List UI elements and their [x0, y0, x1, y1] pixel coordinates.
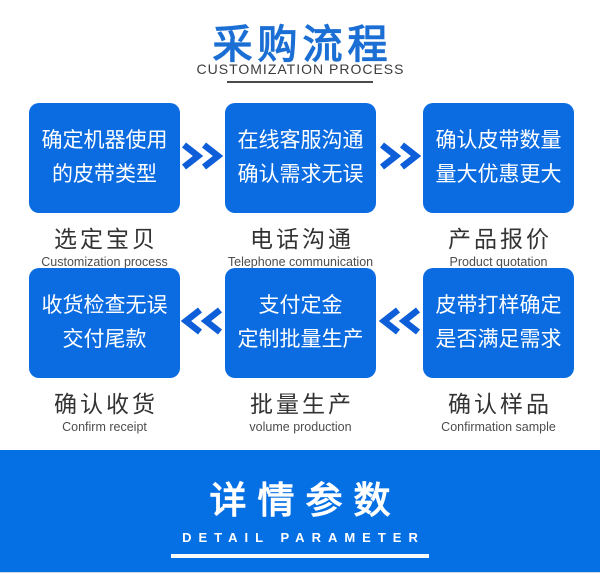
flow-step-select-item: 确定机器使用 的皮带类型 选定宝贝 Customization process: [29, 103, 180, 269]
step-box: 确定机器使用 的皮带类型: [29, 103, 180, 213]
step-label: 确认收货: [54, 391, 158, 417]
step-box-line: 是否满足需求: [435, 328, 562, 351]
banner-underline: [171, 554, 429, 558]
double-chevron-right-icon: [181, 142, 224, 170]
step-box-line: 定制批量生产: [237, 328, 364, 351]
step-sublabel: Confirm receipt: [62, 420, 147, 434]
step-box-line: 确认皮带数量: [435, 128, 562, 152]
page-subtitle: CUSTOMIZATION PROCESS: [196, 61, 405, 77]
step-sublabel: Confirmation sample: [441, 420, 556, 434]
flow-step-phone-communication: 在线客服沟通 确认需求无误 电话沟通 Telephone communicati…: [225, 103, 376, 269]
subtitle-underline: [227, 81, 373, 83]
flow-step-volume-production: 支付定金 定制批量生产 批量生产 volume production: [225, 268, 376, 434]
step-box-line: 量大优惠更大: [435, 163, 562, 186]
double-chevron-left-icon: [378, 307, 421, 335]
step-label: 批量生产: [250, 391, 354, 417]
page-title: 采购流程: [212, 23, 393, 67]
banner-subtitle: DETAIL PARAMETER: [182, 530, 425, 545]
flow-step-confirm-sample: 皮带打样确定 是否满足需求 确认样品 Confirmation sample: [423, 268, 574, 434]
step-sublabel: Product quotation: [449, 255, 548, 269]
step-box: 确认皮带数量 量大优惠更大: [423, 103, 574, 213]
step-label: 确认样品: [448, 391, 552, 417]
step-box-line: 交付尾款: [62, 328, 147, 351]
step-box: 收货检查无误 交付尾款: [29, 268, 180, 378]
flow-step-product-quotation: 确认皮带数量 量大优惠更大 产品报价 Product quotation: [423, 103, 574, 269]
flow-step-confirm-receipt: 收货检查无误 交付尾款 确认收货 Confirm receipt: [29, 268, 180, 434]
step-box-line: 皮带打样确定: [435, 293, 562, 317]
step-sublabel: volume production: [249, 420, 352, 434]
bottom-edge-strip: [0, 572, 600, 582]
step-sublabel: Telephone communication: [227, 255, 374, 269]
step-box-line: 的皮带类型: [52, 163, 157, 186]
banner-title: 详情参数: [209, 480, 402, 521]
step-box: 在线客服沟通 确认需求无误: [225, 103, 376, 213]
step-box-line: 在线客服沟通: [237, 128, 364, 152]
step-label: 电话沟通: [250, 226, 354, 252]
step-label: 产品报价: [448, 226, 552, 252]
detail-parameter-banner: 详情参数 DETAIL PARAMETER: [0, 450, 600, 572]
double-chevron-right-icon: [379, 142, 422, 170]
step-label: 选定宝贝: [54, 226, 158, 252]
step-sublabel: Customization process: [41, 255, 168, 269]
step-box-line: 确定机器使用: [41, 128, 168, 152]
step-box-line: 确认需求无误: [237, 163, 364, 186]
step-box-line: 收货检查无误: [41, 293, 168, 317]
step-box-line: 支付定金: [258, 293, 343, 317]
step-box: 支付定金 定制批量生产: [225, 268, 376, 378]
step-box: 皮带打样确定 是否满足需求: [423, 268, 574, 378]
double-chevron-left-icon: [180, 307, 223, 335]
